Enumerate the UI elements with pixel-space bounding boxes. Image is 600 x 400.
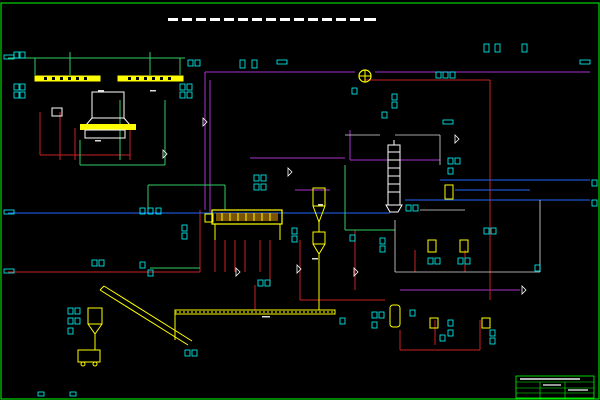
distillation-column (385, 140, 454, 213)
title-block (515, 375, 595, 399)
top-heat-exchanger (358, 69, 372, 83)
cyclone-separator (312, 187, 326, 310)
instrument-tags (3, 43, 598, 397)
drawing-title (168, 18, 376, 21)
feed-conveyors (34, 75, 184, 82)
gas-lines (8, 52, 395, 269)
reactor-vessel (51, 91, 136, 139)
rotary-kiln (204, 209, 283, 240)
utility-lines (345, 134, 541, 273)
bucket-elevator (77, 285, 193, 367)
valve-icons (162, 117, 527, 295)
water-lines (8, 179, 590, 214)
screw-conveyor (174, 309, 336, 340)
annotation-marks (95, 90, 323, 318)
receiver-vessels (389, 239, 491, 329)
